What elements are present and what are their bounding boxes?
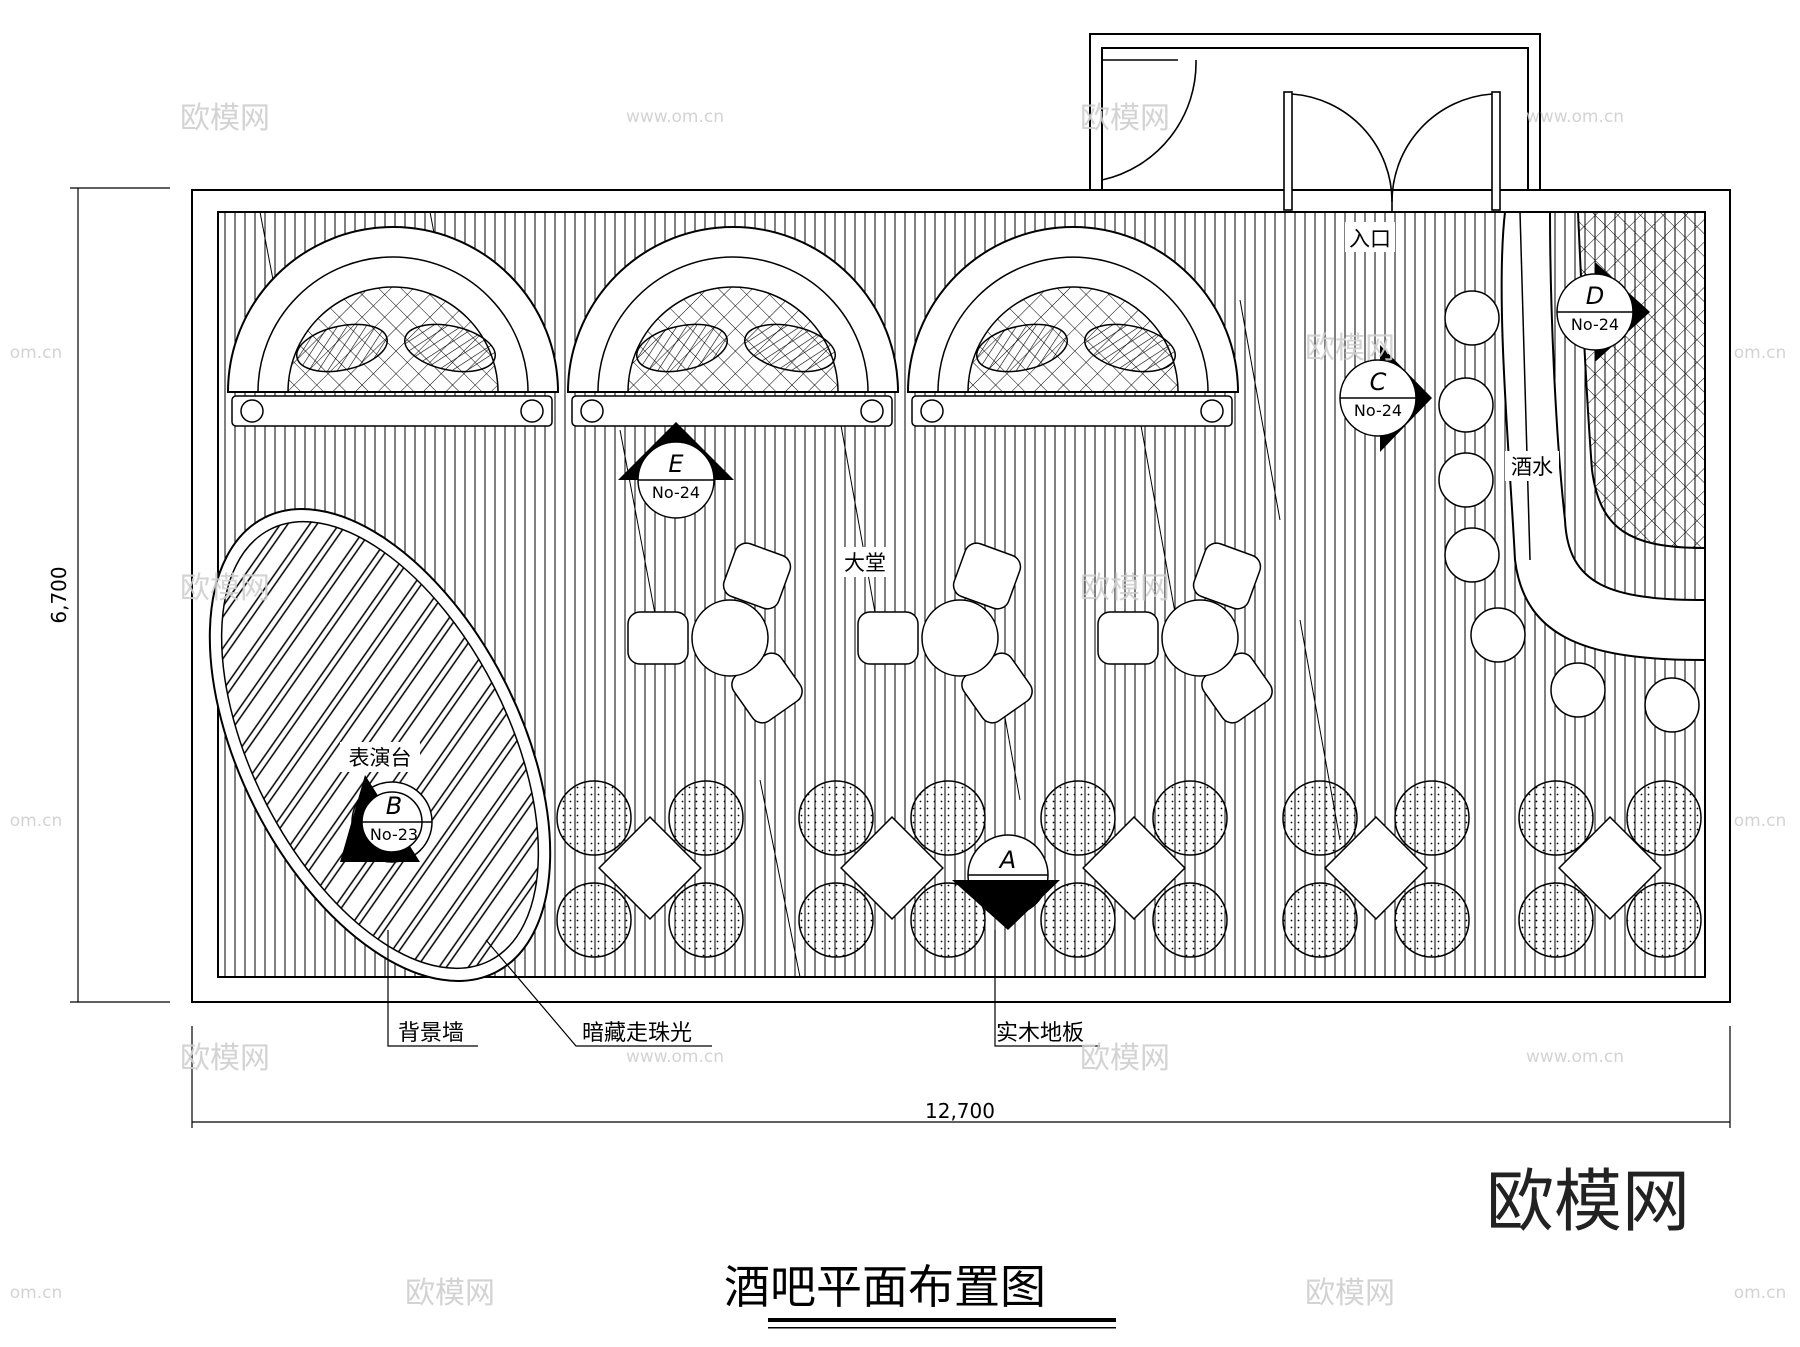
- section-marker-b: B No-23: [340, 775, 433, 863]
- square-table-set-4: [1282, 780, 1470, 958]
- svg-text:No-24: No-24: [652, 483, 700, 502]
- svg-text:欧模网: 欧模网: [180, 101, 270, 136]
- entrance-label: 入口: [1349, 227, 1391, 251]
- svg-text:om.cn: om.cn: [10, 811, 63, 831]
- svg-text:www.om.cn: www.om.cn: [626, 1047, 724, 1067]
- svg-text:C: C: [1370, 368, 1387, 396]
- svg-text:om.cn: om.cn: [10, 1283, 63, 1303]
- square-table-set-3: [1040, 780, 1228, 958]
- callout-wood-floor: 实木地板: [996, 1021, 1084, 1046]
- hall-label: 大堂: [844, 551, 886, 575]
- callout-leaders: [387, 930, 1100, 1047]
- drawing-title: 酒吧平面布置图: [724, 1260, 1046, 1314]
- svg-text:欧模网: 欧模网: [405, 1276, 495, 1311]
- section-marker-e: E No-24: [618, 422, 734, 519]
- svg-text:欧模网: 欧模网: [180, 1041, 270, 1076]
- svg-text:om.cn: om.cn: [1734, 811, 1787, 831]
- title-underline-thin: [768, 1327, 1116, 1329]
- brand-logo: 欧模网: [1486, 1163, 1690, 1242]
- section-marker-c: C No-24: [1339, 345, 1432, 452]
- svg-text:D: D: [1586, 282, 1604, 310]
- dimension-width: 12,700: [925, 1099, 995, 1123]
- svg-text:om.cn: om.cn: [1734, 343, 1787, 363]
- stage-label: 表演台: [349, 746, 412, 770]
- svg-text:E: E: [668, 450, 684, 478]
- svg-text:www.om.cn: www.om.cn: [1526, 1047, 1624, 1067]
- section-marker-a: A No-23: [952, 834, 1060, 930]
- round-table-set-3: [1097, 542, 1273, 724]
- svg-text:No-23: No-23: [370, 825, 418, 844]
- svg-text:A: A: [998, 846, 1016, 874]
- bar-label: 酒水: [1511, 455, 1553, 479]
- square-table-set-2: [798, 780, 986, 958]
- watermarks: 欧模网 www.om.cn 欧模网 www.om.cn om.cn 欧模网 om…: [10, 101, 1787, 1311]
- booth-2: [566, 226, 900, 427]
- booth-1: [226, 226, 560, 427]
- square-table-set-5: [1518, 780, 1702, 958]
- section-marker-d: D No-24: [1556, 262, 1650, 362]
- dimension-height: 6,700: [47, 566, 71, 623]
- svg-text:欧模网: 欧模网: [1080, 101, 1170, 136]
- title-underline: [768, 1318, 1116, 1322]
- svg-text:欧模网: 欧模网: [180, 571, 270, 606]
- svg-text:om.cn: om.cn: [1734, 1283, 1787, 1303]
- svg-text:欧模网: 欧模网: [1305, 331, 1395, 366]
- square-table-set-1: [556, 780, 744, 958]
- entrance-doors: [1101, 59, 1501, 212]
- callout-hidden-light: 暗藏走珠光: [582, 1021, 692, 1046]
- callout-background-wall: 背景墙: [398, 1021, 464, 1046]
- svg-text:欧模网: 欧模网: [1080, 571, 1170, 606]
- svg-text:No-23: No-23: [982, 881, 1033, 901]
- svg-text:B: B: [386, 792, 402, 820]
- svg-text:om.cn: om.cn: [10, 343, 63, 363]
- svg-text:No-24: No-24: [1571, 315, 1619, 334]
- round-table-set-2: [857, 542, 1033, 724]
- svg-text:No-24: No-24: [1354, 401, 1402, 420]
- svg-text:欧模网: 欧模网: [1080, 1041, 1170, 1076]
- bar-stools: [1438, 290, 1700, 733]
- svg-text:www.om.cn: www.om.cn: [1526, 107, 1624, 127]
- svg-text:www.om.cn: www.om.cn: [626, 107, 724, 127]
- round-table-set-1: [627, 542, 803, 724]
- svg-text:欧模网: 欧模网: [1305, 1276, 1395, 1311]
- booth-3: [906, 226, 1240, 427]
- dimension-lines: [70, 187, 1731, 1128]
